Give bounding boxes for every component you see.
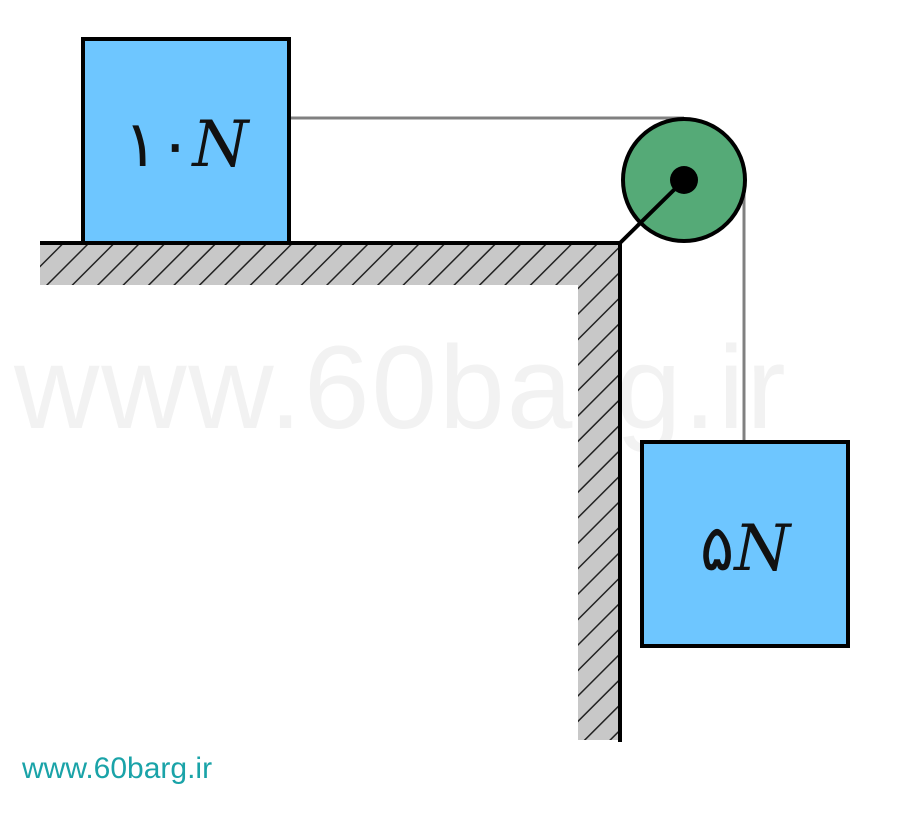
pulley-bracket <box>618 178 686 245</box>
block-5n-label: ۵N <box>700 512 792 586</box>
watermark-text: www.60barg.ir <box>13 322 788 454</box>
pulley-axle <box>670 166 698 194</box>
footer-url[interactable]: www.60barg.ir <box>22 752 213 785</box>
block-10n <box>81 37 291 245</box>
table-side <box>578 243 620 740</box>
table-surface <box>40 243 620 285</box>
block-5n <box>640 440 850 648</box>
block-10n-label: ۱۰N <box>124 108 251 182</box>
